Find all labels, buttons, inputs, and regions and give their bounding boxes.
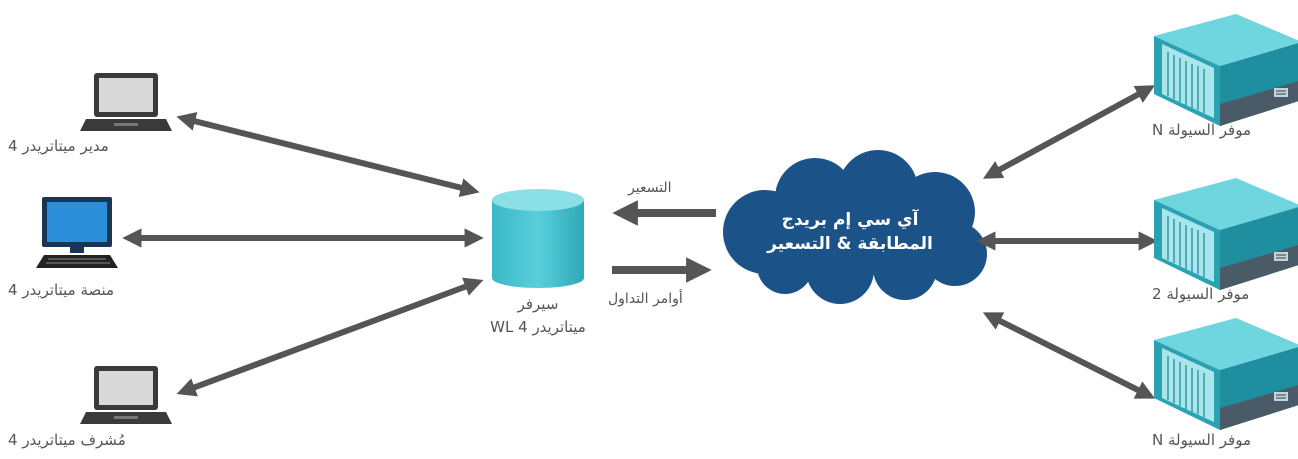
server-rack-icon	[1153, 177, 1298, 291]
server-label-line2: ميتاتريدر 4 WL	[490, 318, 586, 336]
arrow-supervisor-server	[176, 277, 484, 397]
cloud-icon	[723, 150, 987, 304]
laptop-icon	[80, 73, 172, 131]
server-rack-icon	[1153, 317, 1298, 431]
client-label-platform: منصة ميتاتريدر 4	[8, 281, 115, 299]
arrow-admin-server	[176, 111, 480, 198]
bridge-label-line1: آي سي إم بريدج	[781, 210, 919, 230]
provider-label-bottom: موفر السيولة N	[1152, 431, 1252, 449]
bridge-label-line2: المطابقة & التسعير	[767, 234, 933, 254]
arrow-provider-bottom	[982, 312, 1156, 399]
database-cylinder-icon	[492, 189, 584, 288]
provider-label-middle: موفر السيولة 2	[1152, 285, 1250, 303]
laptop-icon	[80, 366, 172, 424]
arrow-provider-top	[982, 85, 1156, 179]
server-rack-icon	[1153, 13, 1298, 127]
flow-label-pricing: التسعير	[628, 180, 672, 196]
provider-label-top: موفر السيولة N	[1152, 121, 1252, 139]
desktop-monitor-icon	[36, 197, 118, 268]
flow-label-orders: أوامر التداول	[608, 291, 683, 307]
client-label-supervisor: مُشرف ميتاتريدر 4	[8, 431, 126, 449]
server-label-line1: سيرفر	[517, 295, 559, 313]
client-label-admin: مدير ميتاتريدر 4	[8, 137, 109, 155]
